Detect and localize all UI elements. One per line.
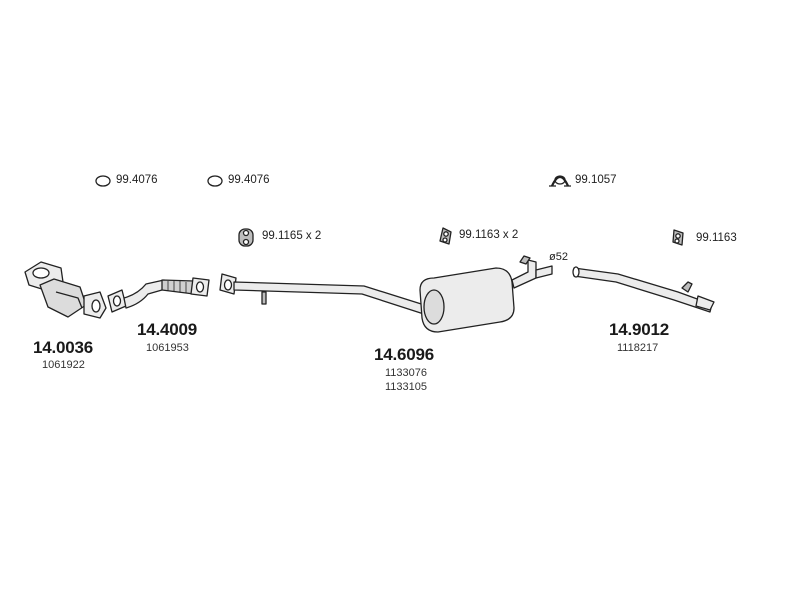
accessory-label-hanger: 99.1165 x 2 — [262, 230, 322, 242]
oem-number: 1118217 — [617, 342, 659, 354]
oem-number: 1061953 — [146, 342, 189, 354]
accessory-label-hanger: 99.1163 x 2 — [459, 229, 519, 241]
pipe-clamp-icon — [549, 175, 571, 187]
middle-silencer-drawing — [219, 255, 553, 333]
accessory-label-o-ring: 99.4076 — [116, 174, 158, 186]
rubber-hanger-icon — [672, 229, 684, 246]
rubber-hanger-icon — [238, 228, 254, 247]
rubber-hanger-icon — [439, 227, 452, 245]
accessory-label-clamp: 99.1057 — [575, 174, 617, 186]
part-number: 14.0036 — [33, 338, 94, 357]
pipe-diameter-label: ø52 — [549, 251, 568, 263]
catalytic-converter-drawing — [24, 261, 107, 319]
front-flex-pipe-drawing — [107, 277, 210, 313]
accessory-label-o-ring: 99.4076 — [228, 174, 270, 186]
accessory-label-hanger: 99.1163 — [696, 232, 737, 244]
o-ring-gasket-icon — [95, 175, 111, 187]
o-ring-gasket-icon — [207, 175, 223, 187]
part-number: 14.9012 — [609, 320, 670, 339]
oem-number: 1133076 — [385, 367, 428, 379]
oem-number: 1061922 — [42, 359, 85, 371]
tail-pipe-drawing — [572, 266, 715, 313]
part-number: 14.4009 — [137, 320, 198, 339]
oem-number: 1133105 — [385, 381, 428, 393]
part-number: 14.6096 — [374, 345, 435, 364]
